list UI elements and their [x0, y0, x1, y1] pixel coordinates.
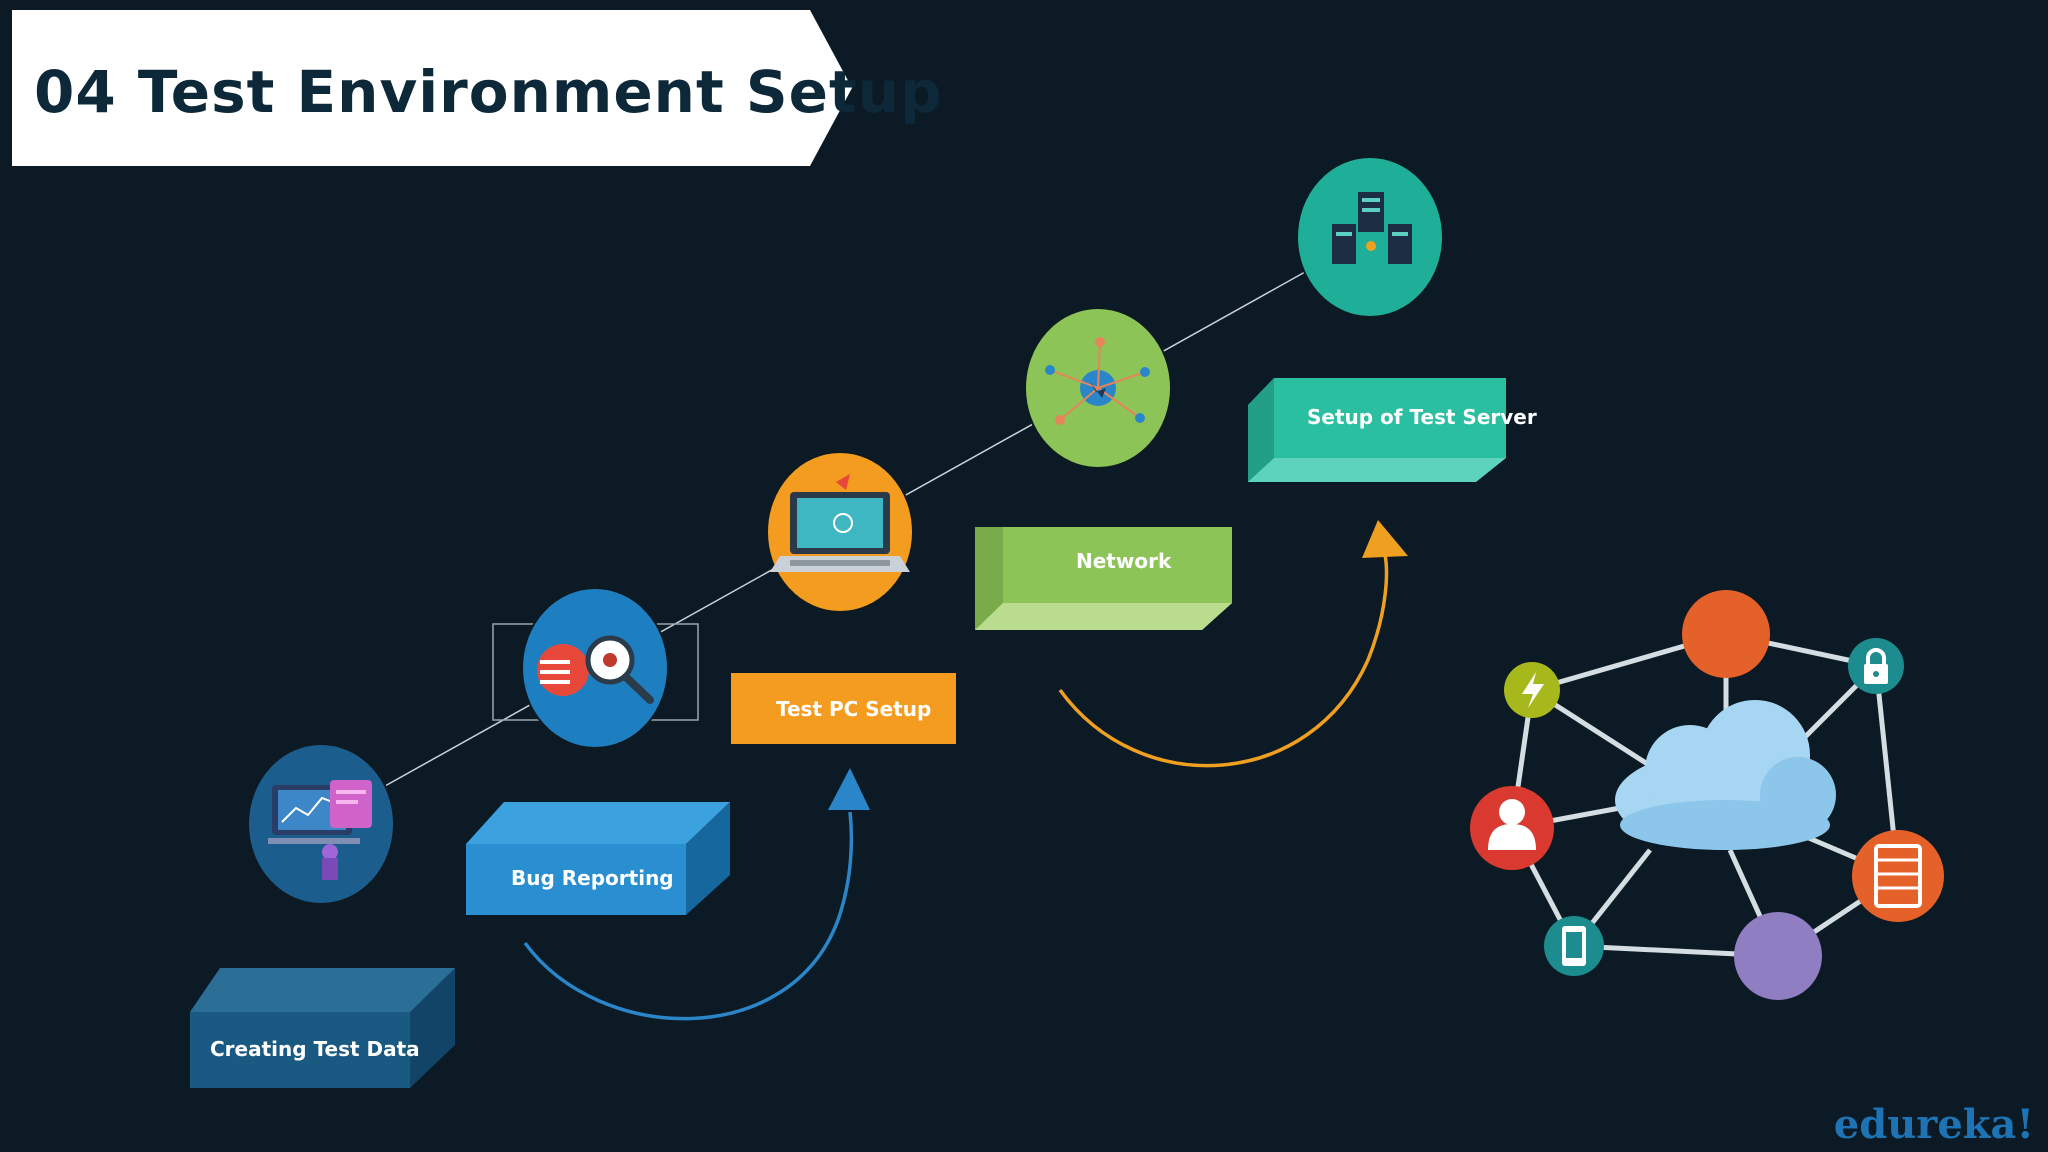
laptop-icon — [766, 451, 914, 613]
step-label-network: Network — [1076, 549, 1172, 573]
brand-logo: edureka! — [1833, 1101, 2034, 1148]
bug-search-icon — [521, 587, 669, 749]
lightning-icon — [1504, 662, 1560, 718]
curved-arrow-blue — [523, 768, 870, 1021]
title-banner — [12, 10, 852, 166]
page-title: 04 Test Environment Setup — [34, 58, 943, 126]
step-box-test-pc-setup — [731, 673, 956, 744]
analytics-dashboard-icon — [247, 743, 395, 905]
curved-arrow-orange — [1058, 520, 1408, 768]
server-rack-icon — [1296, 156, 1444, 318]
purple-node — [1734, 912, 1822, 1000]
step-label-setup-of-test-server: Setup of Test Server — [1307, 405, 1537, 429]
step-box-creating-test-data — [190, 968, 455, 1088]
lock-icon — [1848, 638, 1904, 694]
step-box-network — [975, 527, 1232, 630]
user-icon — [1470, 786, 1554, 870]
phone-icon — [1544, 916, 1604, 976]
network-illustration — [1470, 590, 1944, 1000]
orange-node — [1682, 590, 1770, 678]
step-label-creating-test-data: Creating Test Data — [210, 1037, 420, 1061]
step-box-setup-test-server — [1248, 378, 1506, 482]
network-touch-icon — [1024, 307, 1172, 469]
step-label-test-pc-setup: Test PC Setup — [776, 697, 932, 721]
step-box-bug-reporting — [466, 802, 730, 915]
server-list-icon — [1852, 830, 1944, 922]
step-label-bug-reporting: Bug Reporting — [511, 866, 674, 890]
cloud-icon — [1615, 700, 1836, 850]
